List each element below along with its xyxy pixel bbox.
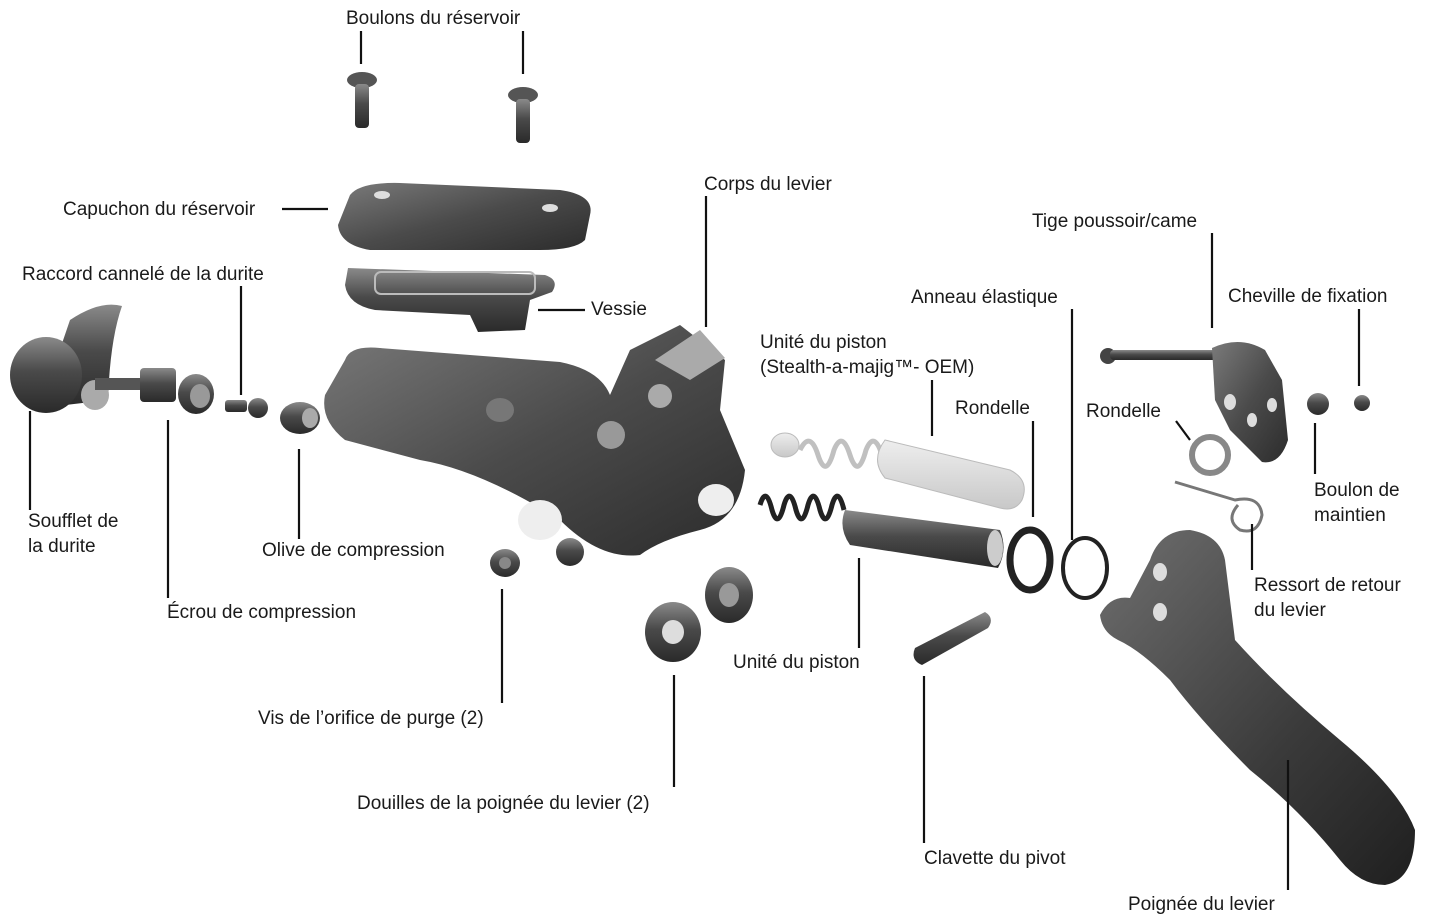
label-bladder: Vessie: [591, 299, 647, 320]
push-rod-cam: [1100, 341, 1288, 463]
label-return-spring-line2: du levier: [1254, 600, 1326, 621]
retaining-bolt: [1307, 393, 1329, 415]
label-compression-olive: Olive de compression: [262, 540, 445, 561]
washer-cam: [1189, 434, 1231, 476]
lever-bushings: [645, 567, 753, 662]
snap-ring: [1061, 536, 1109, 600]
label-reservoir-cap: Capuchon du réservoir: [63, 199, 256, 220]
compression-nut-assembly: [95, 368, 214, 414]
piston-assembly-oem: [770, 432, 1025, 510]
label-reservoir-bolts: Boulons du réservoir: [346, 8, 521, 29]
label-hose-barb: Raccord cannelé de la durite: [22, 264, 264, 285]
label-compression-nut: Écrou de compression: [167, 602, 357, 623]
label-hose-boot-line1: Soufflet de: [28, 511, 119, 532]
label-washer-piston: Rondelle: [955, 398, 1030, 419]
washer-piston: [1006, 526, 1054, 594]
label-return-spring: Ressort de retour du levier: [1254, 573, 1401, 623]
hose-boot: [10, 304, 122, 413]
bladder: [345, 268, 555, 332]
piston-assembly: [842, 510, 1004, 568]
hose-barb: [225, 398, 268, 418]
label-retaining-bolt-line1: Boulon de: [1314, 480, 1400, 501]
reservoir-bolt-left: [347, 72, 377, 128]
label-retaining-bolt: Boulon de maintien: [1314, 478, 1400, 528]
label-lever-body: Corps du levier: [704, 174, 832, 195]
label-piston-oem-line2: (Stealth-a-majig™- OEM): [760, 357, 975, 378]
pivot-pin: [913, 612, 991, 665]
label-lever-bushings: Douilles de la poignée du levier (2): [357, 793, 650, 814]
label-return-spring-line1: Ressort de retour: [1254, 575, 1401, 596]
lever-return-spring: [1174, 480, 1264, 533]
leader-lines: [28, 31, 1361, 890]
label-lever-handle: Poignée du levier: [1128, 894, 1275, 915]
label-bleed-screws: Vis de l’orifice de purge (2): [258, 708, 484, 729]
label-fixing-pin: Cheville de fixation: [1228, 286, 1388, 307]
label-push-rod: Tige poussoir/came: [1032, 211, 1198, 232]
lever-handle: [1100, 530, 1415, 885]
lever-body: [324, 325, 745, 556]
reservoir-cap: [338, 182, 591, 250]
label-retaining-bolt-line2: maintien: [1314, 505, 1386, 526]
piston-spring: [757, 493, 847, 522]
fixing-pin: [1354, 395, 1370, 411]
label-hose-boot: Soufflet de la durite: [28, 509, 119, 559]
reservoir-bolt-right: [508, 87, 538, 143]
label-piston-assembly: Unité du piston: [733, 652, 860, 673]
label-piston-oem-line1: Unité du piston: [760, 332, 887, 353]
bleed-port-screws: [490, 538, 584, 577]
label-hose-boot-line2: la durite: [28, 536, 96, 557]
label-piston-oem: Unité du piston (Stealth-a-majig™- OEM): [760, 330, 974, 380]
label-pivot-pin: Clavette du pivot: [924, 848, 1066, 869]
label-washer-cam: Rondelle: [1086, 401, 1161, 422]
label-snap-ring: Anneau élastique: [911, 287, 1058, 308]
